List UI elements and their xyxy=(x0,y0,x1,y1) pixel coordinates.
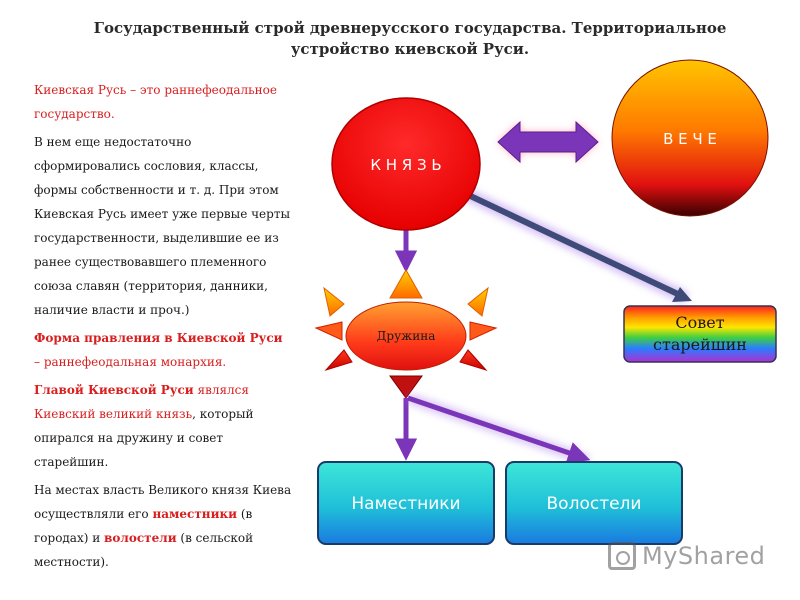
p4-bold: Главой Киевской Руси xyxy=(34,383,194,397)
namestniki-node: Наместники xyxy=(317,461,495,545)
p5-a: На местах власть Великого князя Киева ос… xyxy=(34,483,292,521)
paragraph-1: Киевская Русь – это раннефеодальное госу… xyxy=(34,78,292,126)
veche-label: В Е Ч Е xyxy=(663,130,717,148)
p4-rest: , который опирался на дружину и совет ст… xyxy=(34,407,254,469)
p5-e: (в сельской местности). xyxy=(34,531,254,569)
paragraph-5: На местах власть Великого князя Киева ос… xyxy=(34,478,292,574)
veche-node: В Е Ч Е xyxy=(611,59,769,217)
title-line-1: Государственный строй древнерусского гос… xyxy=(93,19,727,37)
knyaz-veche-double-arrow xyxy=(497,120,599,164)
paragraph-4: Главой Киевской Руси являлся Киевский ве… xyxy=(34,378,292,474)
sovet-node: Совет старейшин xyxy=(623,305,777,363)
presentation-icon xyxy=(608,542,636,570)
druzhina-node: Дружина xyxy=(345,301,467,371)
druzhina-sun-rays xyxy=(314,268,498,399)
volosteli-label: Волостели xyxy=(547,494,642,514)
title-line-2: устройство киевской Руси. xyxy=(290,40,530,58)
knyaz-to-sovet-arrow xyxy=(459,186,692,304)
volosteli-node: Волостели xyxy=(505,461,683,545)
namestniki-label: Наместники xyxy=(351,494,460,514)
myshared-logo: MyShared xyxy=(608,538,778,574)
paragraph-2: В нем еще недостаточно сформировались со… xyxy=(34,135,291,317)
p5-d: волостели xyxy=(104,531,177,545)
p3-rest: – раннефеодальная монархия. xyxy=(34,355,227,369)
p1-text: Киевская Русь – это раннефеодальное госу… xyxy=(34,83,277,121)
p5-b: наместники xyxy=(152,507,238,521)
p4-mid: являлся xyxy=(193,383,249,397)
knyaz-label: К Н Я З Ь xyxy=(370,156,441,174)
sovet-label-1: Совет xyxy=(675,313,724,332)
p3-bold: Форма правления в Киевской Руси xyxy=(34,331,283,345)
logo-brand: MyShared xyxy=(642,542,766,570)
knyaz-node: К Н Я З Ь xyxy=(331,97,481,231)
p4-red: Киевский великий князь xyxy=(34,407,193,421)
druzhina-to-subordinates-arrows xyxy=(394,393,591,465)
description-text: Киевская Русь – это раннефеодальное госу… xyxy=(34,78,292,578)
druzhina-label: Дружина xyxy=(377,329,436,343)
page-title: Государственный строй древнерусского гос… xyxy=(60,18,760,60)
sovet-label-2: старейшин xyxy=(653,335,747,354)
p5-c: (в городах) и xyxy=(34,507,253,545)
paragraph-3: Форма правления в Киевской Руси – раннеф… xyxy=(34,326,292,374)
